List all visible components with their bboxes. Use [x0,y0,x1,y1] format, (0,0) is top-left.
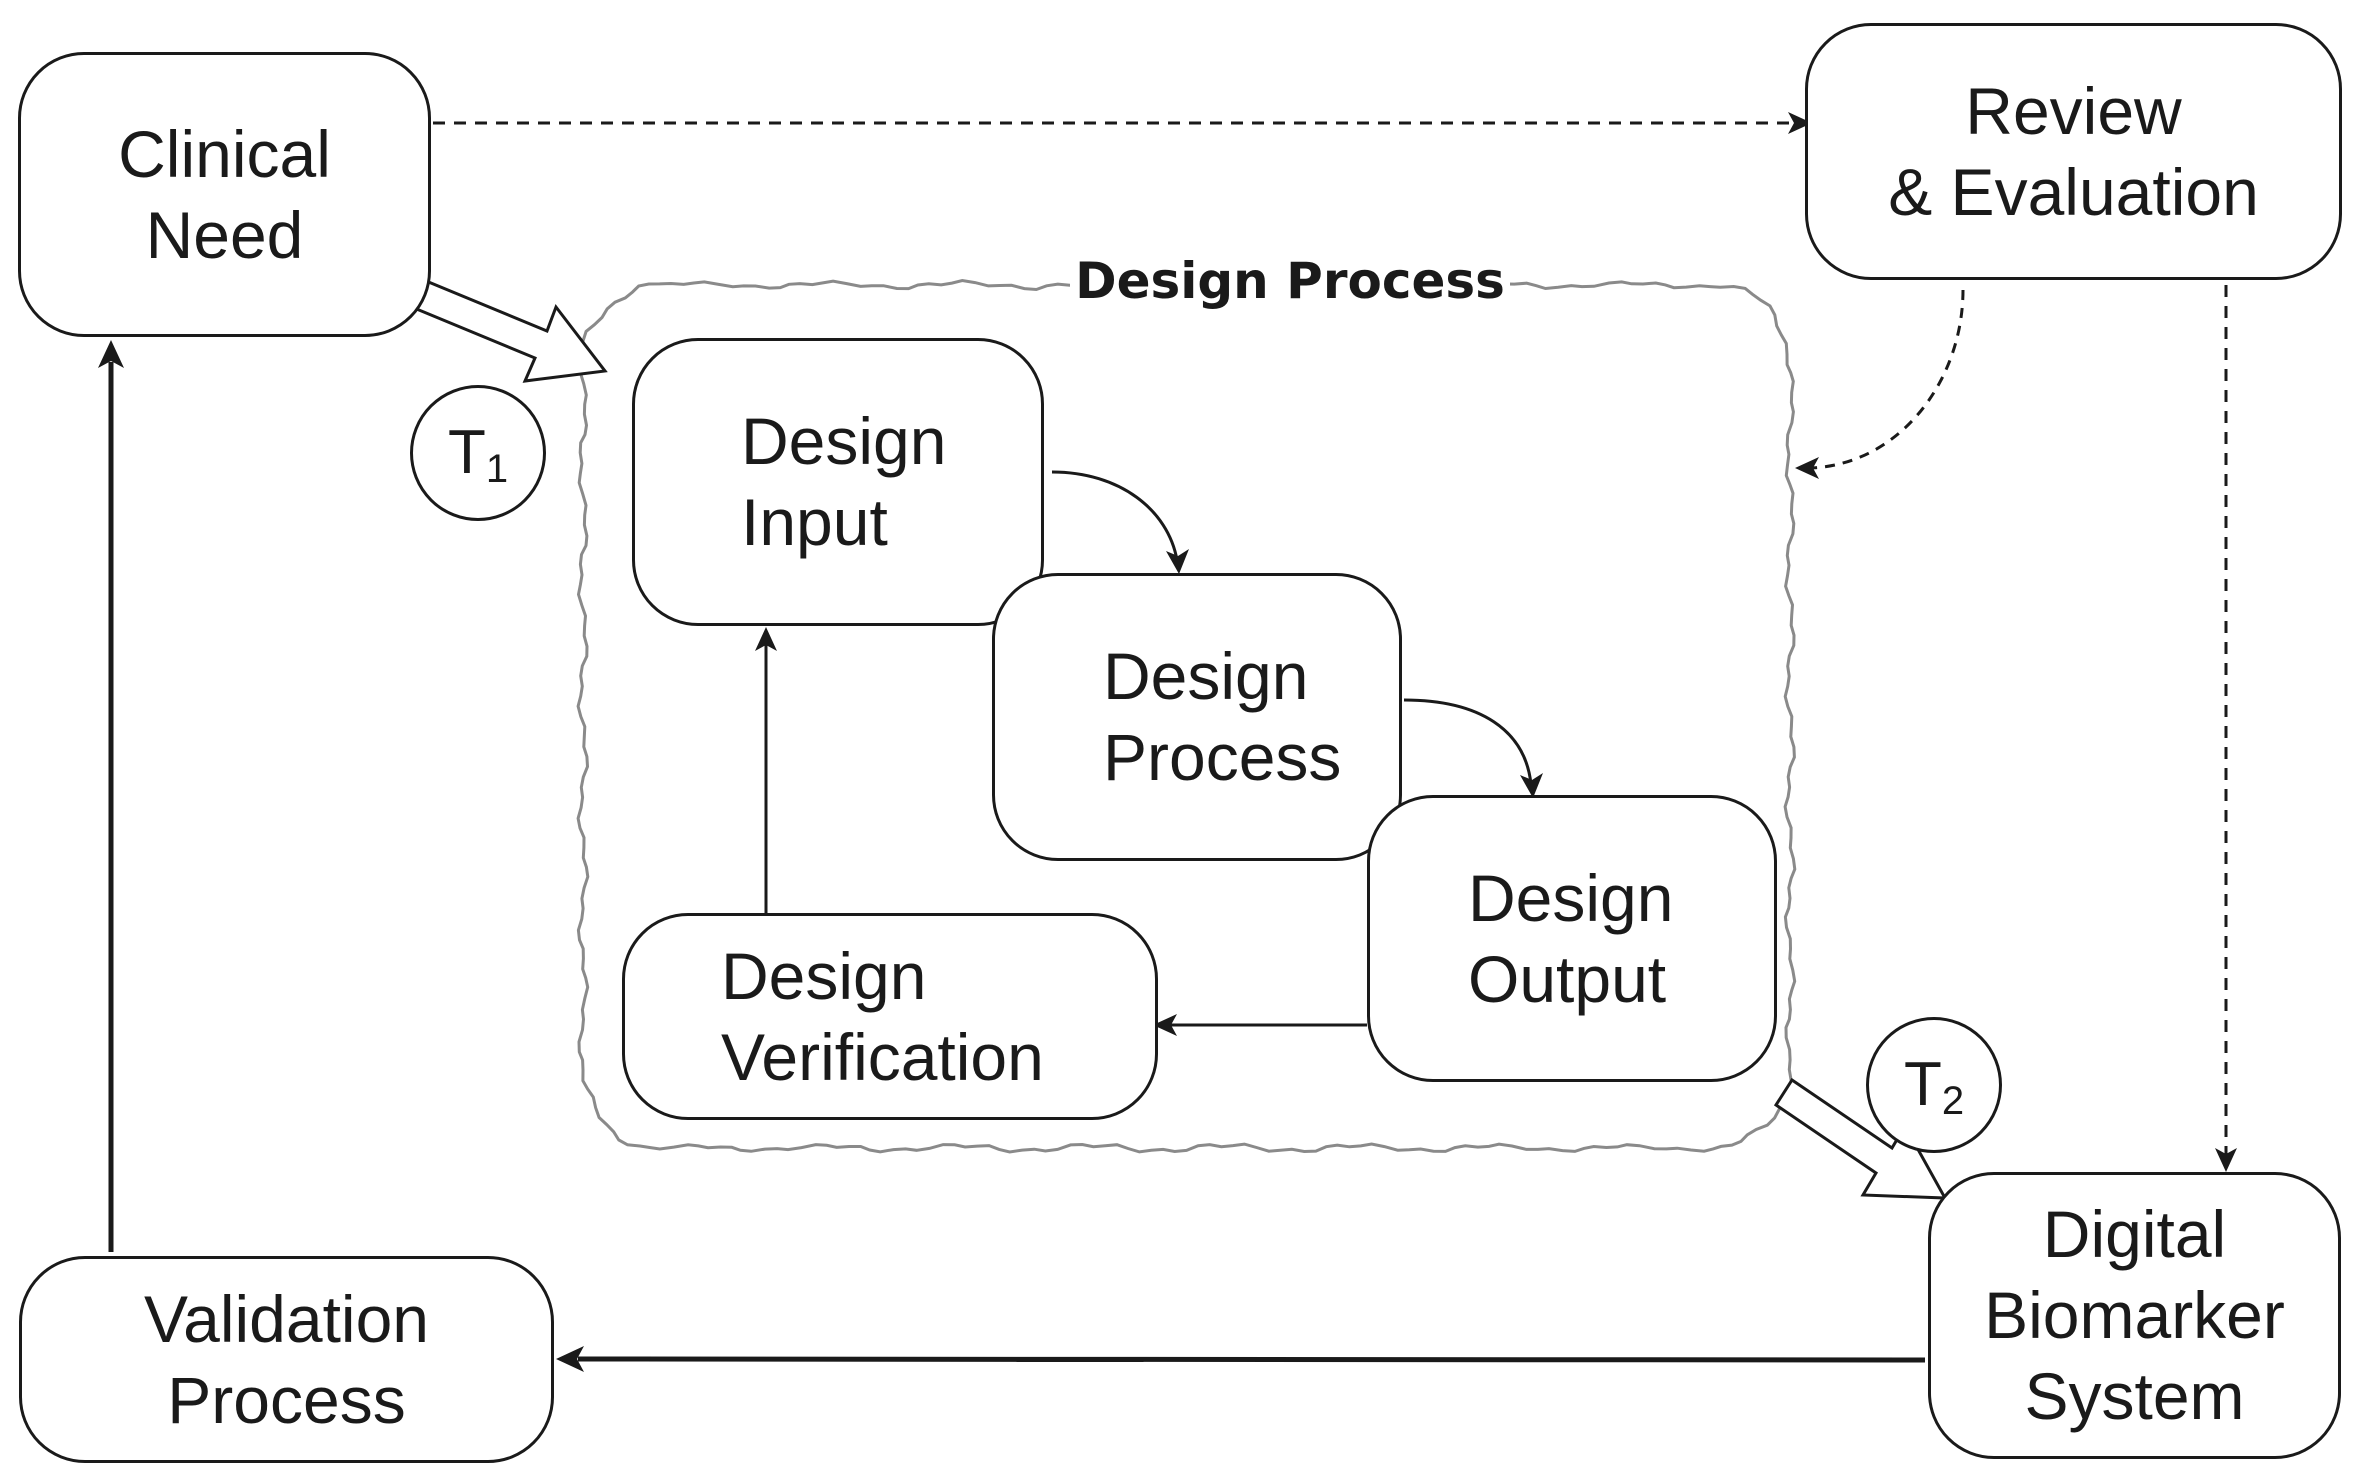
marker-t2-subscript: 2 [1941,1079,1965,1123]
node-clinical-need-line1: Clinical [118,116,331,191]
node-design-input-line1: Design [741,404,947,478]
arrowhead-biomarker-top [2215,1148,2237,1172]
arrowhead-clinical-need-bottom [98,340,124,368]
node-design-input[interactable]: Design Input [632,338,1044,626]
node-clinical-need[interactable]: Clinical Need [18,52,431,337]
arrowhead-process-top [1166,549,1189,574]
node-review-evaluation-line1: Review [1965,73,2182,148]
node-digital-biomarker-system-line2: Biomarker [1984,1278,2285,1352]
arrowhead-validation-right [556,1346,584,1372]
marker-t2: T 2 [1866,1017,2002,1153]
arrowhead-input-bottom [755,627,777,651]
edge-input-to-process [1051,470,1179,561]
node-review-evaluation[interactable]: Review & Evaluation [1805,23,2342,280]
node-design-input-line2: Input [741,485,888,559]
node-validation-process[interactable]: Validation Process [19,1256,554,1463]
node-design-process[interactable]: Design Process [992,573,1402,861]
edge-process-to-output [1403,698,1533,785]
node-design-verification-line1: Design [721,938,927,1013]
marker-t1-subscript: 1 [485,447,509,491]
node-design-output-line1: Design [1468,860,1674,935]
node-design-process-line2: Process [1103,720,1342,794]
marker-t1-letter: T [447,418,486,487]
node-clinical-need-line2: Need [145,197,304,272]
node-design-output[interactable]: Design Output [1367,795,1777,1082]
node-digital-biomarker-system-line3: System [2024,1359,2245,1433]
node-validation-process-line2: Process [167,1362,406,1437]
node-validation-process-line1: Validation [144,1281,429,1356]
arrowhead-design-group-right [1795,457,1819,479]
edge-biomarker-to-validation [577,1356,1926,1363]
design-process-group-title: Design Process [1070,245,1510,317]
node-review-evaluation-line2: & Evaluation [1888,154,2259,229]
arrowhead-output-top [1520,773,1543,798]
node-design-process-line1: Design [1103,639,1309,713]
hollow-arrow-t1 [400,274,608,383]
node-digital-biomarker-system[interactable]: Digital Biomarker System [1928,1172,2341,1459]
arrowhead-review [1788,112,1812,134]
marker-t1: T 1 [410,385,546,521]
node-design-verification-line2: Verification [721,1019,1044,1094]
hollow-arrow-t2 [1773,1077,1948,1200]
node-design-output-line2: Output [1468,941,1667,1016]
node-digital-biomarker-system-line1: Digital [2042,1197,2227,1271]
marker-t2-letter: T [1903,1050,1942,1119]
node-design-verification[interactable]: Design Verification [622,913,1158,1120]
arrowhead-verification-right [1153,1014,1177,1036]
edge-review-to-design-group [1809,289,1965,470]
